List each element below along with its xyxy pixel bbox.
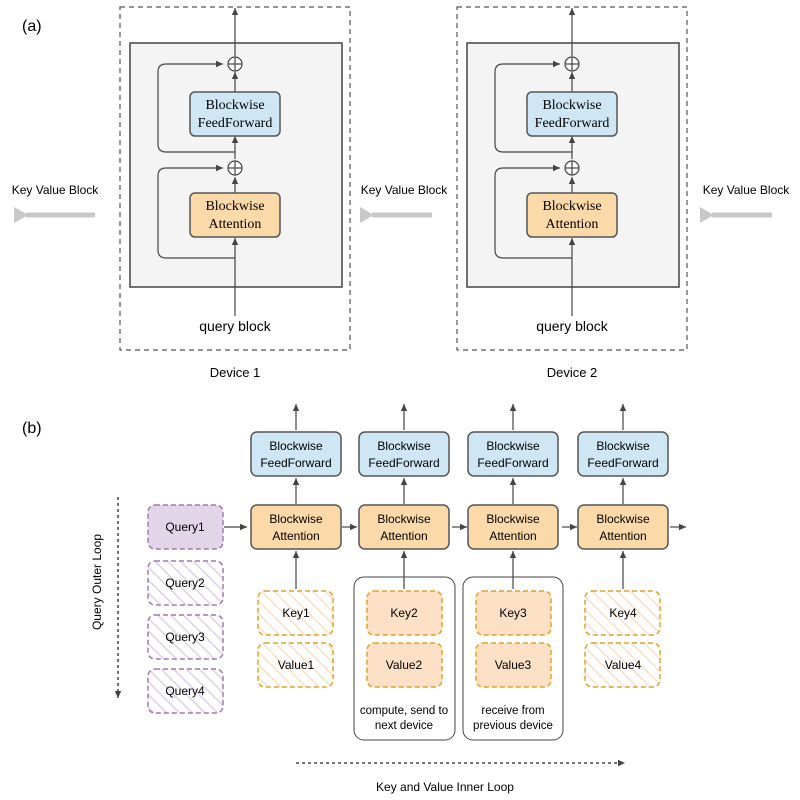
device-1-label: Device 1 bbox=[210, 365, 261, 380]
device-note-line1: receive from bbox=[481, 705, 544, 717]
key-label: Key2 bbox=[390, 606, 418, 620]
attn-label-line2: Attention bbox=[546, 217, 599, 232]
ffn-label-line2: FeedForward bbox=[260, 456, 331, 470]
kv-column-2: Blockwise FeedForward Blockwise Attentio… bbox=[358, 404, 450, 732]
blockwise-attention-box bbox=[577, 504, 669, 550]
value-block bbox=[475, 642, 552, 688]
query-block bbox=[147, 560, 224, 606]
value-block bbox=[366, 642, 443, 688]
query-block bbox=[147, 614, 224, 660]
ffn-label-line2: FeedForward bbox=[535, 116, 610, 131]
kv-label-right: Key Value Block bbox=[703, 183, 790, 197]
attn-label-line1: Blockwise bbox=[205, 199, 264, 214]
ffn-label-line2: FeedForward bbox=[477, 456, 548, 470]
add-icon bbox=[227, 160, 243, 176]
blockwise-attention-box bbox=[358, 504, 450, 550]
kv-inner-loop-label: Key and Value Inner Loop bbox=[376, 780, 514, 794]
attn-label-line2: Attention bbox=[489, 529, 536, 543]
ffn-label-line1: Blockwise bbox=[542, 98, 601, 113]
query-block-label: query block bbox=[199, 318, 272, 334]
key-label: Key3 bbox=[499, 606, 527, 620]
add-icon bbox=[564, 160, 580, 176]
ffn-label-line1: Blockwise bbox=[377, 439, 431, 453]
device-note-line1: compute, send to bbox=[360, 705, 448, 717]
add-icon bbox=[227, 56, 243, 72]
attn-label-line2: Attention bbox=[599, 529, 646, 543]
kv-label-middle: Key Value Block bbox=[361, 183, 448, 197]
key-block bbox=[475, 590, 552, 636]
query-block-active bbox=[147, 504, 224, 550]
ffn-label-line2: FeedForward bbox=[368, 456, 439, 470]
kv-label-left: Key Value Block bbox=[12, 183, 99, 197]
device-2: Blockwise FeedForward Blockwise Attentio… bbox=[456, 6, 688, 351]
query-label: Query1 bbox=[165, 520, 205, 534]
kv-column-3: Blockwise FeedForward Blockwise Attentio… bbox=[467, 404, 559, 732]
query-label: Query3 bbox=[165, 630, 205, 644]
blockwise-feedforward-box bbox=[358, 431, 450, 477]
add-icon bbox=[564, 56, 580, 72]
query-outer-loop-label: Query Outer Loop bbox=[90, 534, 104, 630]
key-block bbox=[366, 590, 443, 636]
kv-column-4: Blockwise FeedForward Blockwise Attentio… bbox=[577, 404, 669, 688]
value-block bbox=[257, 642, 334, 688]
blockwise-attention-box bbox=[467, 504, 559, 550]
panel-b-label: (b) bbox=[22, 420, 42, 437]
blockwise-feedforward-box bbox=[577, 431, 669, 477]
attn-label-line2: Attention bbox=[380, 529, 427, 543]
attn-label-line1: Blockwise bbox=[269, 512, 323, 526]
ffn-label-line1: Blockwise bbox=[269, 439, 323, 453]
kv-column-1: Blockwise FeedForward Blockwise Attentio… bbox=[250, 404, 342, 688]
device-2-label: Device 2 bbox=[547, 365, 598, 380]
blockwise-feedforward-box bbox=[250, 431, 342, 477]
attn-label-line1: Blockwise bbox=[542, 199, 601, 214]
attn-label-line2: Attention bbox=[209, 217, 262, 232]
attn-label-line1: Blockwise bbox=[486, 512, 540, 526]
value-label: Value1 bbox=[278, 658, 315, 672]
attn-label-line1: Blockwise bbox=[596, 512, 650, 526]
ffn-label-line1: Blockwise bbox=[596, 439, 650, 453]
key-label: Key4 bbox=[609, 606, 637, 620]
device-note-line2: next device bbox=[375, 720, 433, 732]
key-block bbox=[257, 590, 334, 636]
query-label-bg bbox=[537, 316, 617, 336]
attn-label-line2: Attention bbox=[272, 529, 319, 543]
query-label: Query2 bbox=[165, 576, 205, 590]
device-boundary bbox=[119, 6, 351, 351]
query-block bbox=[147, 668, 224, 714]
blockwise-feedforward-box bbox=[189, 91, 281, 137]
blockwise-feedforward-box bbox=[467, 431, 559, 477]
device-boundary bbox=[456, 6, 688, 351]
query-label-bg bbox=[200, 316, 280, 336]
key-block bbox=[584, 590, 661, 636]
blockwise-attention-box bbox=[250, 504, 342, 550]
ffn-label-line2: FeedForward bbox=[587, 456, 658, 470]
query-label: Query4 bbox=[165, 684, 205, 698]
blockwise-attention-box bbox=[526, 192, 618, 238]
blockwise-feedforward-box bbox=[526, 91, 618, 137]
ffn-label-line2: FeedForward bbox=[198, 116, 273, 131]
value-label: Value4 bbox=[605, 658, 642, 672]
query-block-label: query block bbox=[536, 318, 609, 334]
device-1: Blockwise FeedForward Blockwise Attentio… bbox=[119, 6, 351, 351]
value-label: Value2 bbox=[386, 658, 423, 672]
value-label: Value3 bbox=[495, 658, 532, 672]
panel-a-label: (a) bbox=[22, 18, 42, 35]
ffn-label-line1: Blockwise bbox=[486, 439, 540, 453]
key-label: Key1 bbox=[282, 606, 310, 620]
blockwise-attention-box bbox=[189, 192, 281, 238]
attn-label-line1: Blockwise bbox=[377, 512, 431, 526]
device-note-line2: previous device bbox=[473, 720, 553, 732]
ffn-label-line1: Blockwise bbox=[205, 98, 264, 113]
value-block bbox=[584, 642, 661, 688]
